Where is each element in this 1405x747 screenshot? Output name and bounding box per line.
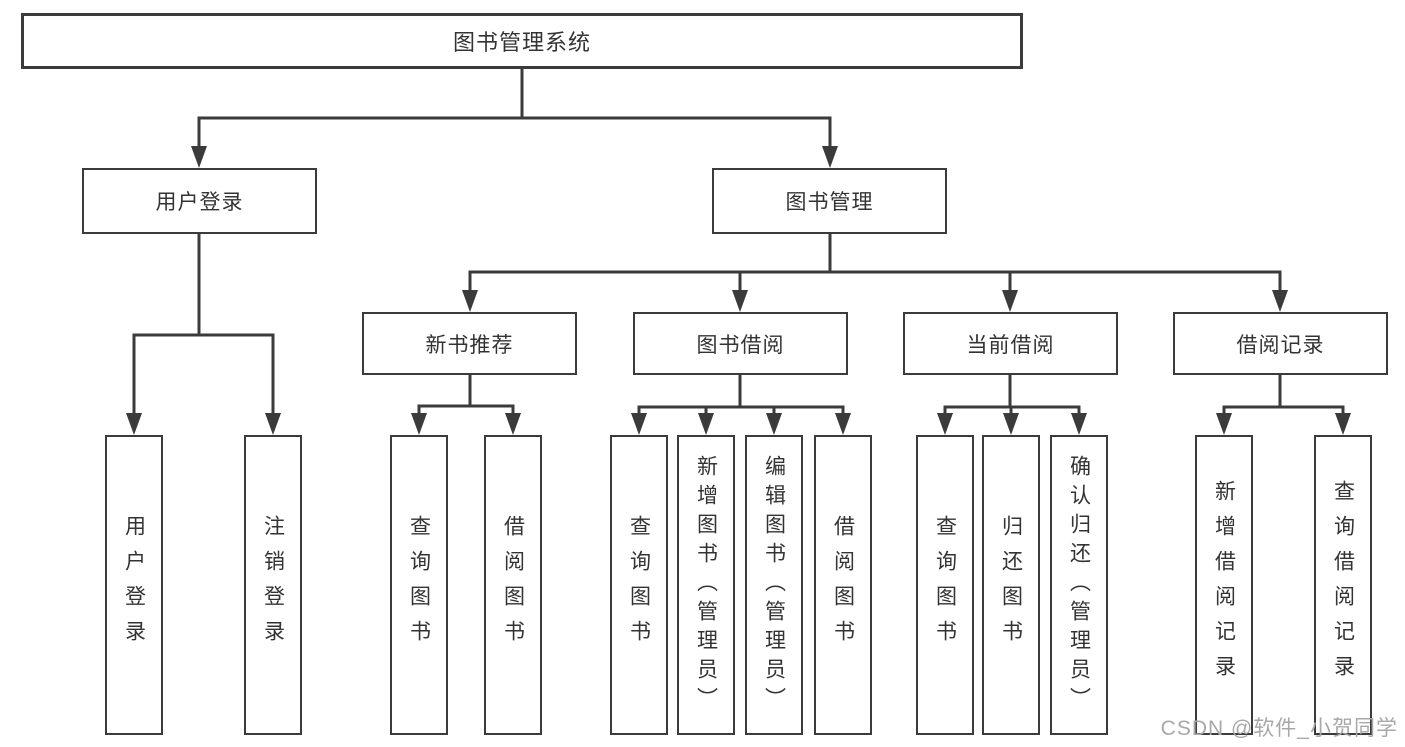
leaf-logout-label: 注销登录	[261, 515, 285, 655]
leaf-user-login: 用户登录	[105, 435, 163, 735]
leaf-query-books-current: 查询图书	[916, 435, 974, 735]
node-book-management: 图书管理	[712, 168, 947, 234]
node-user-login: 用户登录	[82, 168, 317, 234]
node-current-borrow: 当前借阅	[903, 312, 1118, 375]
node-book-borrow: 图书借阅	[633, 312, 848, 375]
leaf-return-books: 归还图书	[982, 435, 1040, 735]
leaf-query-books-current-label: 查询图书	[933, 515, 957, 655]
leaf-query-books-recommend-label: 查询图书	[407, 515, 431, 655]
leaf-logout: 注销登录	[244, 435, 302, 735]
leaf-query-books-recommend: 查询图书	[390, 435, 448, 735]
leaf-query-borrow-record: 查询借阅记录	[1314, 435, 1372, 735]
leaf-add-borrow-record: 新增借阅记录	[1195, 435, 1253, 735]
leaf-borrow-books-recommend-label: 借阅图书	[501, 515, 525, 655]
leaf-add-borrow-record-label: 新增借阅记录	[1212, 480, 1236, 690]
leaf-edit-book-admin-label: 编辑图书（管理员）	[762, 454, 786, 716]
csdn-watermark: CSDN @软件_小贺同学	[1160, 717, 1398, 740]
node-root: 图书管理系统	[21, 13, 1023, 69]
leaf-add-book-admin-label: 新增图书（管理员）	[694, 454, 718, 716]
leaf-return-books-label: 归还图书	[999, 515, 1023, 655]
leaf-query-borrow-record-label: 查询借阅记录	[1331, 480, 1355, 690]
node-new-book-recommend: 新书推荐	[362, 312, 577, 375]
leaf-edit-book-admin: 编辑图书（管理员）	[745, 435, 803, 735]
leaf-borrow-books-recommend: 借阅图书	[484, 435, 542, 735]
leaf-confirm-return-admin-label: 确认归还（管理员）	[1067, 454, 1091, 716]
node-borrow-records: 借阅记录	[1173, 312, 1388, 375]
leaf-confirm-return-admin: 确认归还（管理员）	[1050, 435, 1108, 735]
leaf-borrow-books-label: 借阅图书	[831, 515, 855, 655]
leaf-user-login-label: 用户登录	[122, 515, 146, 655]
leaf-borrow-books: 借阅图书	[814, 435, 872, 735]
leaf-query-books-borrow: 查询图书	[610, 435, 668, 735]
leaf-query-books-borrow-label: 查询图书	[627, 515, 651, 655]
leaf-add-book-admin: 新增图书（管理员）	[677, 435, 735, 735]
